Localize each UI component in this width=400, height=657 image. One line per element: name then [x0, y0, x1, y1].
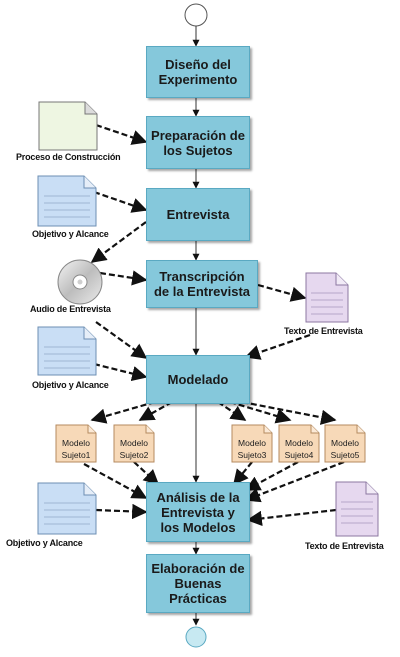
- doc-icon-texto-1: [305, 272, 349, 323]
- doc-icon-objetivo-1: [37, 175, 97, 227]
- process-diseno: Diseño del Experimento: [146, 46, 250, 98]
- end-node: [185, 626, 207, 648]
- process-entrevista: Entrevista: [146, 188, 250, 241]
- model-label-5: Modelo Sujeto5: [330, 438, 360, 460]
- label-objetivo-alcance-1: Objetivo y Alcance: [32, 229, 109, 239]
- model-label-3: Modelo Sujeto3: [237, 438, 267, 460]
- doc-icon-objetivo-3: [37, 482, 97, 535]
- process-analisis: Análisis de la Entrevista y los Modelos: [146, 482, 250, 542]
- process-modelado: Modelado: [146, 355, 250, 404]
- start-node: [184, 3, 208, 27]
- label-proceso-construccion: Proceso de Construcción: [16, 152, 121, 162]
- model-doc-1: [55, 424, 97, 463]
- model-label-1: Modelo Sujeto1: [61, 438, 91, 460]
- label-texto-entrevista-1: Texto de Entrevista: [284, 326, 363, 336]
- cd-icon-audio: [57, 259, 103, 305]
- doc-icon-proceso: [38, 101, 98, 151]
- label-objetivo-alcance-3: Objetivo y Alcance: [6, 538, 83, 548]
- label-texto-entrevista-2: Texto de Entrevista: [305, 541, 384, 551]
- doc-icon-texto-2: [335, 481, 379, 537]
- label-objetivo-alcance-2: Objetivo y Alcance: [32, 380, 109, 390]
- process-elaboracion: Elaboración de Buenas Prácticas: [146, 554, 250, 613]
- process-transcripcion: Transcripción de la Entrevista: [146, 260, 258, 308]
- model-doc-3: [231, 424, 273, 463]
- model-doc-2: [113, 424, 155, 463]
- label-audio-entrevista: Audio de Entrevista: [30, 304, 111, 314]
- model-doc-5: [324, 424, 366, 463]
- model-label-2: Modelo Sujeto2: [119, 438, 149, 460]
- model-doc-4: [278, 424, 320, 463]
- data-flow-arrows: [83, 123, 345, 527]
- doc-icon-objetivo-2: [37, 326, 97, 376]
- process-preparacion: Preparación de los Sujetos: [146, 116, 250, 169]
- model-label-4: Modelo Sujeto4: [284, 438, 314, 460]
